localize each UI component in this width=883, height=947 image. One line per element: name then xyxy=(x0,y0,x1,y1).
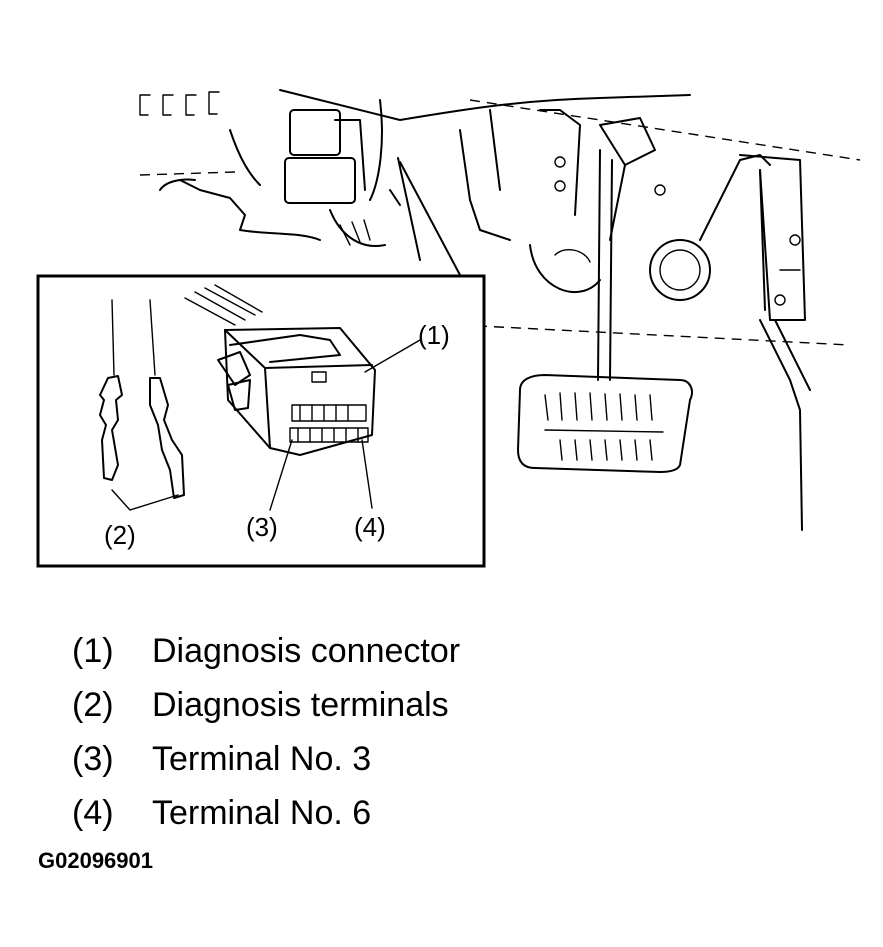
legend-number: (4) xyxy=(72,793,114,832)
diagram-svg: (1) (2) (3) (4) xyxy=(36,89,861,568)
figure-code: G02096901 xyxy=(38,848,153,873)
legend-list: (1) Diagnosis connector (2) Diagnosis te… xyxy=(72,624,460,840)
inset-leader xyxy=(397,157,461,276)
diagnosis-terminals-drawing xyxy=(99,299,185,511)
legend-number: (3) xyxy=(72,739,114,778)
callout-1: (1) xyxy=(418,320,450,350)
legend-label: Terminal No. 3 xyxy=(152,739,372,778)
connector-detail-inset: (1) (2) (3) (4) xyxy=(36,274,486,568)
legend-label: Diagnosis connector xyxy=(152,631,461,670)
pedal-area-illustration: (1) (2) (3) (4) xyxy=(36,89,861,568)
callout-2: (2) xyxy=(104,520,136,550)
legend-item: (3) Terminal No. 3 xyxy=(72,732,460,786)
leader-1 xyxy=(364,339,421,373)
legend-number: (1) xyxy=(72,631,114,670)
legend-label: Terminal No. 6 xyxy=(152,793,372,832)
pedal-brackets xyxy=(459,109,771,301)
leader-4 xyxy=(361,439,373,509)
brake-pedal xyxy=(517,149,693,473)
leader-3 xyxy=(269,439,293,511)
diagnosis-connector-drawing xyxy=(184,284,376,456)
legend-label: Diagnosis terminals xyxy=(152,685,449,724)
connector-location-sketch xyxy=(284,99,401,247)
legend-item: (2) Diagnosis terminals xyxy=(72,678,460,732)
legend-item: (1) Diagnosis connector xyxy=(72,624,460,678)
legend-number: (2) xyxy=(72,685,114,724)
accelerator-pedal xyxy=(739,154,811,531)
pedal-pad-ribs xyxy=(544,392,664,461)
legend-item: (4) Terminal No. 6 xyxy=(72,786,460,840)
callout-4: (4) xyxy=(354,512,386,542)
callout-3: (3) xyxy=(246,512,278,542)
